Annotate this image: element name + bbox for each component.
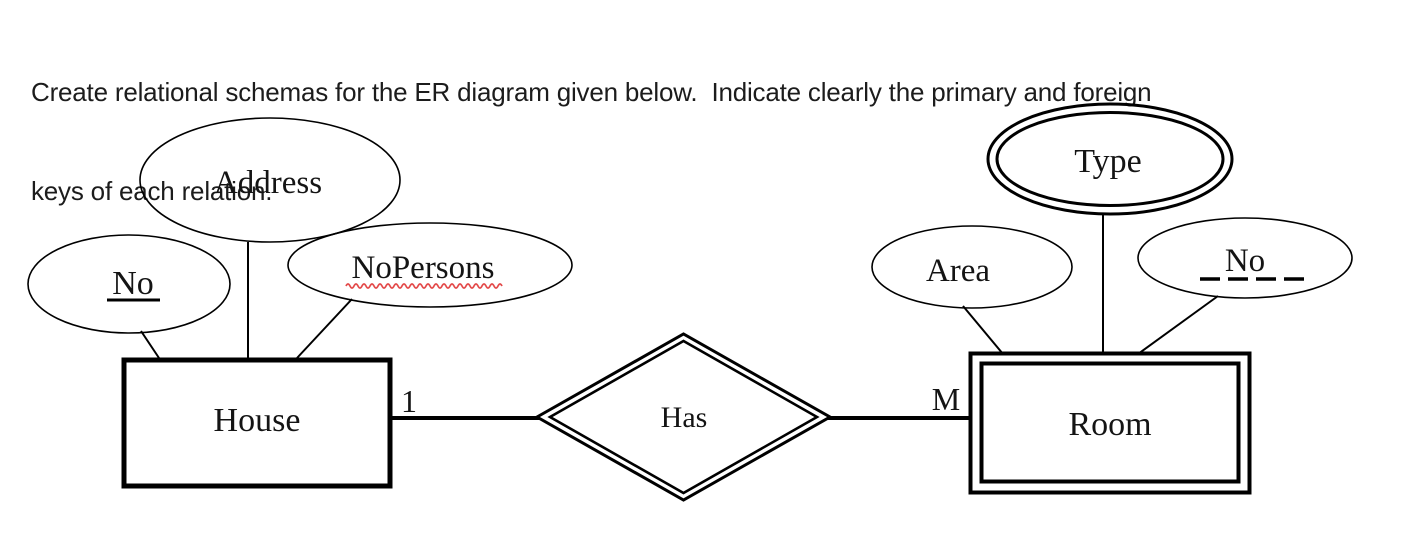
attribute-ellipse-no-room <box>1137 217 1353 299</box>
instruction-line-1: Create relational schemas for the ER dia… <box>31 77 1152 107</box>
attribute-label-area: Area <box>926 253 990 289</box>
attribute-label-no-house: No <box>112 265 154 302</box>
room-entity-label: Room <box>1068 406 1151 443</box>
connector-nopersons-house <box>296 298 353 359</box>
attribute-ellipse-area <box>871 225 1073 309</box>
connector-no-room <box>1137 295 1219 355</box>
attribute-label-nopersons: NoPersons <box>351 250 494 286</box>
instruction-line-2: keys of each relation. <box>31 176 273 206</box>
attribute-label-type: Type <box>1074 143 1142 180</box>
connector-no-house <box>140 330 160 359</box>
cardinality-m-label: M <box>932 381 960 417</box>
attribute-ellipse-type-outer <box>986 102 1234 216</box>
attribute-label-address: Address <box>214 165 322 201</box>
room-entity-outer-box <box>968 351 1252 495</box>
attribute-ellipse-address <box>139 117 401 243</box>
house-entity-label: House <box>214 402 301 439</box>
has-relationship-diamond-inner <box>547 339 820 495</box>
cardinality-1-label: 1 <box>401 383 417 419</box>
has-relationship-label: Has <box>661 401 708 434</box>
attribute-label-no-room: No <box>1225 243 1265 279</box>
connector-area-room <box>962 305 1004 355</box>
spellcheck-squiggle <box>345 283 503 289</box>
attribute-ellipse-nopersons <box>287 222 573 308</box>
attribute-ellipse-type-inner <box>995 111 1225 207</box>
has-relationship-diamond-outer <box>533 332 834 502</box>
room-entity-inner-box <box>979 361 1241 484</box>
attribute-ellipse-no-house <box>27 234 231 334</box>
house-entity-box <box>121 357 393 489</box>
instruction-text: Create relational schemas for the ER dia… <box>31 10 1152 274</box>
